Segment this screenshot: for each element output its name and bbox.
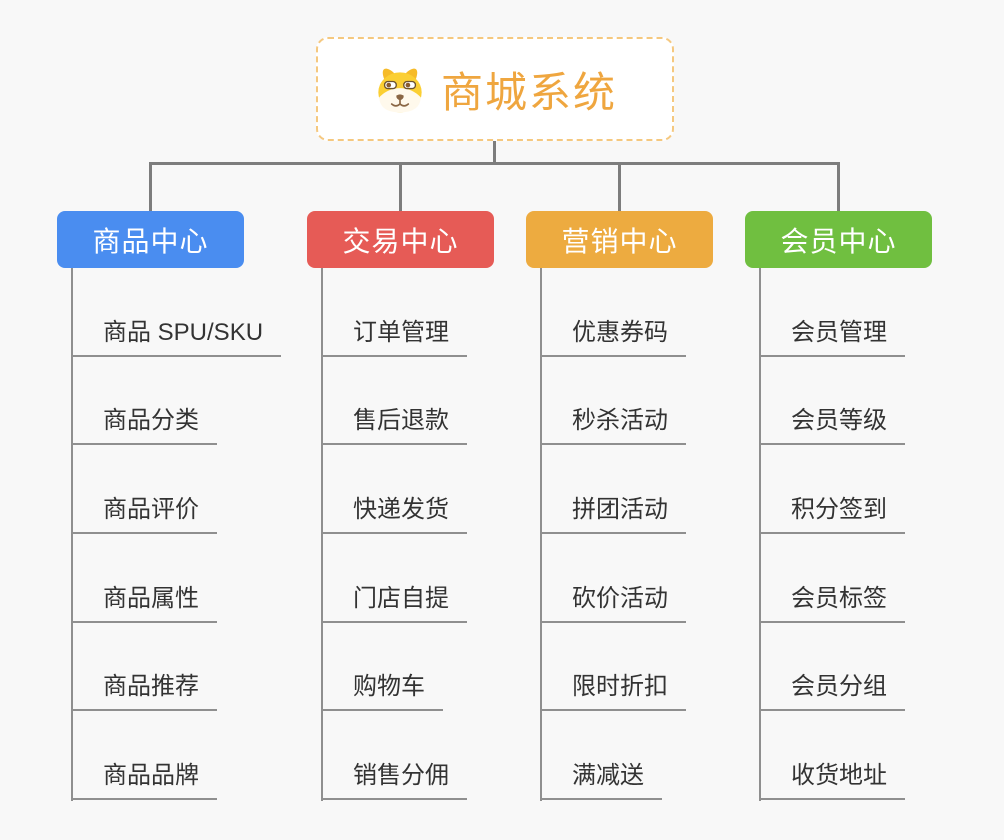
connector-drop-marketing [618,162,621,212]
leaf-node[interactable]: 商品分类 [71,400,217,446]
leaf-node[interactable]: 快递发货 [321,489,467,535]
leaf-row: 商品推荐 [71,623,281,712]
leaf-node[interactable]: 购物车 [321,666,443,712]
branch-line-trade-center [321,268,323,801]
leaf-node[interactable]: 会员标签 [759,578,905,623]
branch-line-product-center [71,268,73,801]
leaf-node[interactable]: 商品 SPU/SKU [71,312,282,357]
leaf-node[interactable]: 会员分组 [759,666,905,712]
leaf-node[interactable]: 优惠券码 [540,312,686,357]
leaf-node[interactable]: 收货地址 [759,755,905,801]
leaf-row: 门店自提 [321,534,467,623]
leaf-row: 积分签到 [759,445,905,535]
branch-line-marketing-center [540,268,542,801]
leaf-row: 商品 SPU/SKU [71,268,282,357]
leaf-node[interactable]: 商品属性 [71,578,217,623]
leaf-node[interactable]: 积分签到 [759,489,905,535]
connector-bus [149,162,840,165]
branch-node-trade-center[interactable]: 交易中心 [307,211,494,268]
branch-line-member-center [759,268,761,801]
leaf-row: 会员标签 [759,534,905,623]
leaf-node[interactable]: 售后退款 [321,400,467,446]
branch-node-product-center[interactable]: 商品中心 [57,211,244,268]
leaf-row: 商品分类 [71,357,281,446]
leaf-row: 限时折扣 [540,623,686,712]
branch-node-member-center[interactable]: 会员中心 [745,211,932,268]
leaf-row: 收货地址 [759,711,905,801]
leaf-row: 快递发货 [321,445,467,535]
leaf-row: 会员等级 [759,357,905,446]
leaf-node[interactable]: 商品品牌 [71,755,217,801]
leaf-node[interactable]: 门店自提 [321,578,467,623]
leaf-row: 优惠券码 [540,268,686,357]
leaf-row: 售后退款 [321,357,467,446]
root-node-title: 商城系统 [440,68,617,116]
branch-node-marketing-center[interactable]: 营销中心 [526,211,713,268]
leaf-list-trade-center: 订单管理售后退款快递发货门店自提购物车销售分佣 [321,268,467,801]
leaf-row: 满减送 [540,711,686,801]
leaf-node[interactable]: 会员等级 [759,400,905,446]
leaf-node[interactable]: 满减送 [540,755,662,801]
leaf-list-marketing-center: 优惠券码秒杀活动拼团活动砍价活动限时折扣满减送 [540,268,686,801]
connector-drop-member [837,162,840,212]
leaf-node[interactable]: 销售分佣 [321,755,467,801]
leaf-row: 订单管理 [321,268,467,357]
leaf-node[interactable]: 拼团活动 [540,489,686,535]
leaf-row: 秒杀活动 [540,357,686,446]
connector-root-stub [493,141,496,164]
leaf-row: 会员管理 [759,268,905,357]
leaf-node[interactable]: 商品推荐 [71,666,217,712]
leaf-node[interactable]: 商品评价 [71,489,217,535]
leaf-row: 商品品牌 [71,711,281,801]
leaf-row: 商品属性 [71,534,281,623]
leaf-node[interactable]: 限时折扣 [540,666,686,712]
leaf-row: 销售分佣 [321,711,467,801]
dog-face-icon [378,68,422,113]
leaf-list-product-center: 商品 SPU/SKU 商品分类商品评价商品属性商品推荐商品品牌 [71,268,282,801]
leaf-node[interactable]: 订单管理 [321,312,467,357]
leaf-row: 砍价活动 [540,534,686,623]
leaf-row: 拼团活动 [540,445,686,535]
leaf-row: 购物车 [321,623,467,712]
root-node[interactable]: 商城系统 [316,37,674,141]
leaf-row: 会员分组 [759,623,905,712]
leaf-row: 商品评价 [71,445,281,535]
leaf-node[interactable]: 秒杀活动 [540,400,686,446]
leaf-node[interactable]: 砍价活动 [540,578,686,623]
connector-drop-product [149,162,152,212]
leaf-node[interactable]: 会员管理 [759,312,905,357]
leaf-list-member-center: 会员管理会员等级积分签到会员标签会员分组收货地址 [759,268,905,801]
connector-drop-trade [399,162,402,212]
